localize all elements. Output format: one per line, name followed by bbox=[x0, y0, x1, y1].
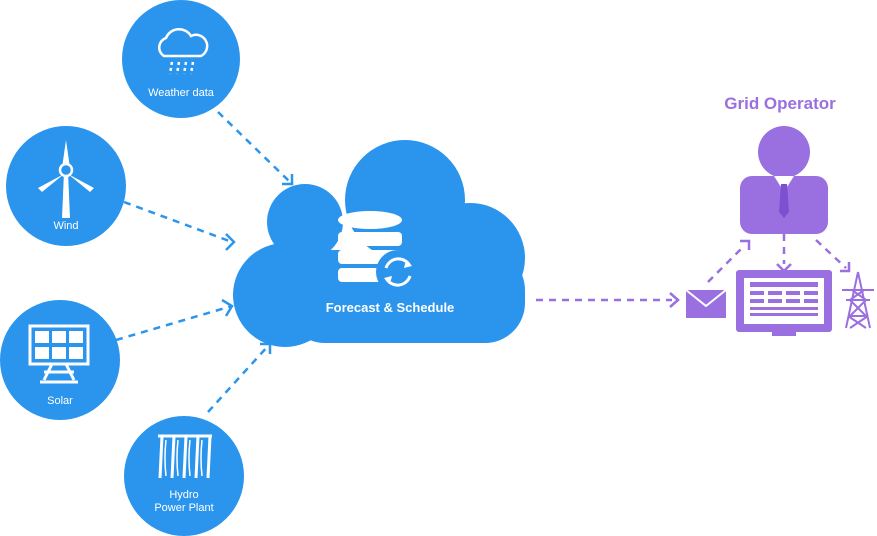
wind-turbine-icon bbox=[38, 140, 94, 218]
monitor-dashboard-icon bbox=[736, 270, 832, 336]
hydro-node: Hydro Power Plant bbox=[124, 416, 244, 536]
arrowhead-solar bbox=[221, 298, 234, 317]
wind-label: Wind bbox=[53, 220, 79, 232]
connector-weather bbox=[217, 111, 291, 183]
solar-panel-icon bbox=[28, 324, 90, 384]
wind-node: Wind bbox=[6, 126, 126, 246]
arrowhead-tower bbox=[840, 262, 851, 273]
forecast-schedule-label: Forecast & Schedule bbox=[325, 300, 455, 315]
email-icon bbox=[685, 289, 727, 318]
connector-wind bbox=[123, 200, 233, 244]
solar-node: Solar bbox=[0, 300, 120, 420]
grid-operator-title: Grid Operator bbox=[724, 94, 836, 113]
arrowhead-weather bbox=[282, 174, 294, 186]
rain-cloud-icon bbox=[157, 28, 209, 75]
forecast-cloud bbox=[233, 140, 525, 347]
operator-person-icon bbox=[740, 126, 828, 234]
arrowhead-cloud-to-operator bbox=[669, 292, 680, 308]
connector-operator-to-tower bbox=[815, 239, 847, 269]
connector-hydro bbox=[207, 345, 269, 413]
database-sync-icon bbox=[338, 211, 420, 294]
weather-data-node: Weather data bbox=[122, 0, 240, 118]
connector-operator-to-email bbox=[707, 245, 745, 283]
solar-label: Solar bbox=[47, 395, 73, 407]
weather-data-label: Weather data bbox=[148, 87, 214, 99]
hydro-label-line2: Power Plant bbox=[154, 502, 214, 514]
hydro-dam-icon bbox=[158, 434, 212, 479]
arrowhead-wind bbox=[225, 233, 236, 251]
arrowhead-email bbox=[740, 239, 751, 250]
power-tower-icon bbox=[842, 271, 874, 329]
hydro-label-line1: Hydro bbox=[169, 489, 199, 501]
connector-solar bbox=[115, 304, 233, 342]
arrowhead-monitor bbox=[776, 263, 792, 273]
